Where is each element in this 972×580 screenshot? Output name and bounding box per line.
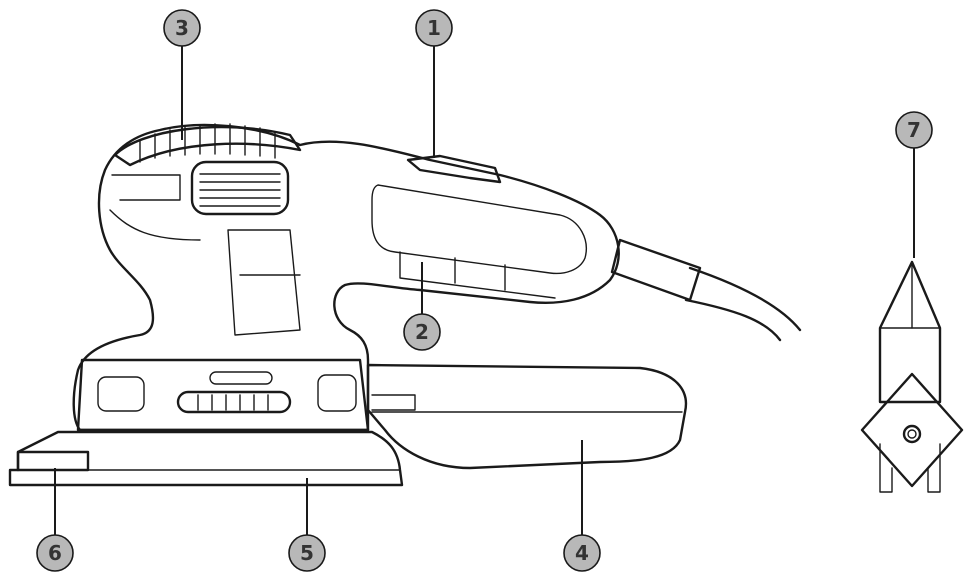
- vent-block: [113, 123, 302, 216]
- callout-5: 5: [288, 534, 326, 572]
- handle-body: [72, 123, 620, 432]
- power-cord: [610, 238, 802, 342]
- callout-7: 7: [895, 111, 933, 149]
- callout-1-label: 1: [427, 16, 441, 40]
- callout-7-label: 7: [907, 118, 921, 142]
- callout-6-label: 6: [48, 541, 62, 565]
- callout-6: 6: [36, 534, 74, 572]
- callout-3-label: 3: [175, 16, 189, 40]
- callout-7-circle: [895, 111, 933, 149]
- grip-pad: [399, 251, 556, 299]
- handle-grip-outline: [371, 184, 587, 275]
- callout-1: 1: [415, 9, 453, 47]
- callout-4: 4: [563, 534, 601, 572]
- dust-canister: [366, 363, 688, 470]
- finger-attachment: [860, 260, 964, 493]
- callout-4-circle: [563, 534, 601, 572]
- bottom-vent: [176, 390, 292, 414]
- leader-lines: [54, 46, 915, 535]
- bottom-vent-top: [209, 371, 273, 385]
- sanding-base: [8, 430, 404, 487]
- callout-5-label: 5: [300, 541, 314, 565]
- callout-2: 2: [403, 313, 441, 351]
- front-panel: [109, 174, 301, 336]
- sander-illustration: [8, 123, 802, 487]
- callout-2-circle: [403, 313, 441, 351]
- right-port: [317, 374, 357, 412]
- callout-3-circle: [163, 9, 201, 47]
- left-port: [97, 376, 145, 412]
- callout-5-circle: [288, 534, 326, 572]
- callout-1-circle: [415, 9, 453, 47]
- pad-tip: [16, 450, 90, 472]
- callout-4-label: 4: [575, 541, 589, 565]
- lower-housing: [76, 358, 370, 432]
- callout-6-circle: [36, 534, 74, 572]
- callout-2-label: 2: [415, 320, 429, 344]
- switch: [406, 154, 502, 184]
- callout-3: 3: [163, 9, 201, 47]
